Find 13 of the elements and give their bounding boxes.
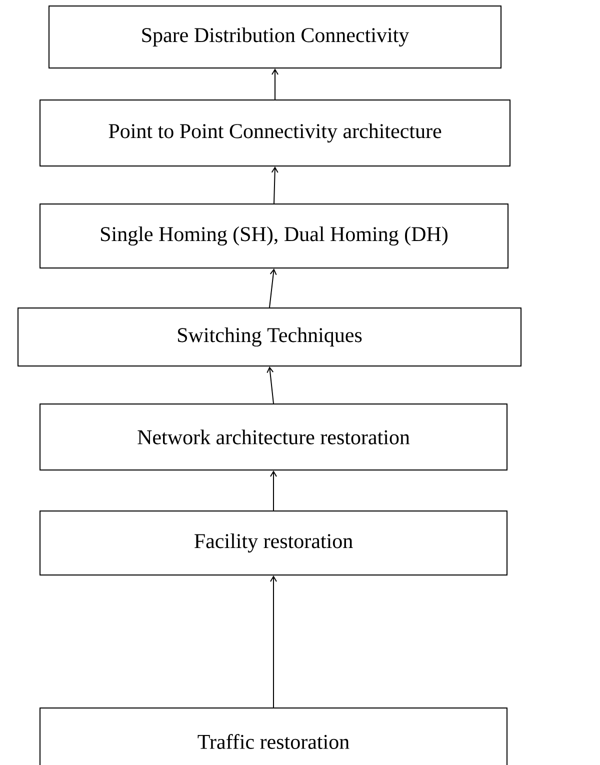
arrow	[270, 470, 277, 511]
arrow	[270, 576, 277, 708]
process-box: Single Homing (SH), Dual Homing (DH)	[40, 204, 508, 268]
arrow	[269, 268, 277, 308]
process-box: Switching Techniques	[18, 308, 522, 366]
process-box: Traffic restoration	[40, 708, 508, 765]
process-box: Network architecture restoration	[40, 404, 508, 470]
arrow	[272, 68, 278, 100]
process-box: Spare Distribution Connectivity	[48, 6, 502, 68]
arrow	[271, 166, 278, 204]
process-box: Point to Point Connectivity architecture	[40, 100, 510, 166]
arrow	[266, 366, 274, 404]
process-box: Facility restoration	[40, 510, 508, 576]
